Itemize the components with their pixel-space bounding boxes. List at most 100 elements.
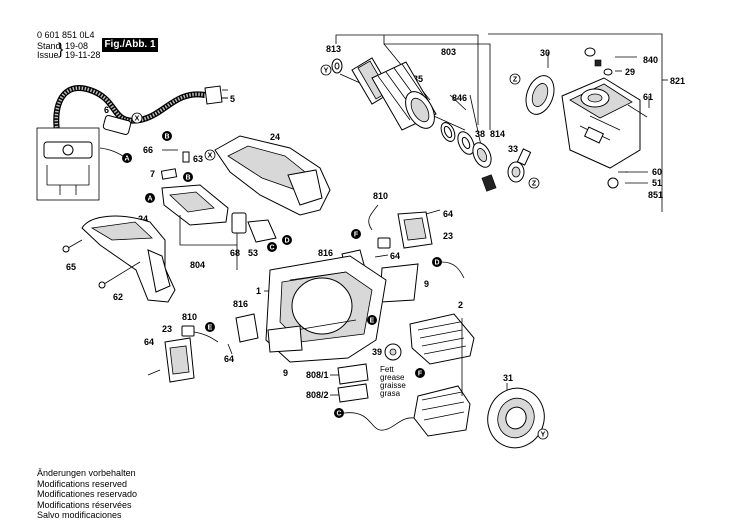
- marker-x-right: X: [204, 149, 216, 161]
- marker-b-upper: B: [162, 131, 172, 141]
- bearing-813: [331, 58, 343, 74]
- gear-housing-821: [561, 77, 641, 169]
- callout-62: 62: [113, 292, 123, 302]
- callout-60: 60: [652, 167, 662, 177]
- bearing-flange-30: [525, 75, 555, 115]
- callout-64-farleft: 64: [144, 337, 154, 347]
- brush-holder-68: [231, 212, 247, 234]
- callout-821: 821: [670, 76, 685, 86]
- callout-53: 53: [248, 248, 258, 258]
- svg-text:C: C: [336, 411, 341, 418]
- insulation-808-1: [337, 363, 369, 385]
- cap-51: [607, 177, 619, 189]
- callout-24-top: 24: [270, 132, 280, 142]
- stand-label: Stand: [37, 41, 61, 51]
- callout-9-top: 9: [424, 279, 429, 289]
- insulation-808-2: [337, 383, 369, 403]
- screw-61: [627, 104, 648, 118]
- callout-851: 851: [648, 190, 663, 200]
- marker-x-left: X: [131, 112, 143, 124]
- note-fr: Modifications réservées: [37, 499, 132, 510]
- callout-7: 7: [150, 169, 155, 179]
- callout-840: 840: [643, 55, 658, 65]
- marker-c-lower: C: [334, 408, 344, 418]
- retaining-ring-846: [440, 122, 456, 142]
- wiring-schematic-inset: [36, 127, 100, 201]
- marker-b-lower: B: [183, 172, 193, 182]
- svg-text:X: X: [208, 153, 213, 160]
- armature-835: [339, 57, 466, 131]
- callout-6: 6: [104, 105, 109, 115]
- callout-9-left: 9: [283, 368, 288, 378]
- issue-date: 19-11-28: [65, 50, 101, 60]
- svg-text:D: D: [284, 238, 289, 245]
- brush-cover-23-left: [164, 337, 195, 383]
- svg-text:B: B: [164, 134, 169, 141]
- marker-c-upper: C: [267, 242, 277, 252]
- callout-23-left: 23: [162, 324, 172, 334]
- callout-816-left: 816: [233, 299, 248, 309]
- svg-text:X: X: [135, 116, 140, 123]
- screw-64-left: [227, 343, 233, 355]
- screw-64-mid: [374, 254, 389, 258]
- screw-64-top: [425, 209, 441, 215]
- callout-51: 51: [652, 178, 662, 188]
- stand-date: 19-08: [65, 41, 89, 51]
- bearing-814: [472, 142, 492, 168]
- callout-846: 846: [452, 93, 467, 103]
- callout-65: 65: [66, 262, 76, 272]
- svg-text:Z: Z: [513, 77, 518, 84]
- callout-64-top: 64: [443, 209, 453, 219]
- disc-38: [457, 131, 475, 155]
- gear-small: [507, 148, 532, 183]
- svg-text:A: A: [124, 156, 129, 163]
- grease-de: Fett: [380, 365, 395, 374]
- handle-half-24-lower: [81, 215, 176, 303]
- callout-23-top: 23: [443, 231, 453, 241]
- note-en: Modifications reserved: [37, 478, 128, 489]
- callout-810-left: 810: [182, 312, 197, 322]
- callout-64-mid: 64: [390, 251, 400, 261]
- svg-text:A: A: [147, 196, 152, 203]
- modification-notes: Änderungen vorbehalten Modifications res…: [37, 468, 137, 521]
- cable-clamp-7: [160, 168, 178, 180]
- marker-y-top: Y: [320, 64, 332, 76]
- switch-rod-53: [247, 219, 277, 243]
- callout-61: 61: [643, 92, 653, 102]
- marker-f-lower: F: [415, 368, 425, 378]
- callout-68: 68: [230, 248, 240, 258]
- end-cover-31: [487, 387, 545, 449]
- screw-62: [98, 261, 141, 289]
- screw-63: [182, 151, 190, 163]
- part-number: 0 601 851 0L4: [37, 30, 95, 40]
- grease-label: Fett grease graisse grasa: [380, 365, 406, 398]
- issue-label: Issue: [37, 50, 59, 60]
- screw-65: [62, 239, 83, 253]
- marker-a-lower: A: [145, 193, 155, 203]
- callout-808-1: 808/1: [306, 370, 329, 380]
- callout-803: 803: [441, 47, 456, 57]
- svg-text:Y: Y: [541, 432, 546, 439]
- grease-es: grasa: [380, 389, 401, 398]
- brush-810-left: [181, 325, 219, 343]
- callout-813: 813: [326, 44, 341, 54]
- power-cable-5: [53, 85, 228, 146]
- callout-5: 5: [230, 94, 235, 104]
- callout-808-2: 808/2: [306, 390, 329, 400]
- callout-30: 30: [540, 48, 550, 58]
- fan-39: [384, 343, 402, 361]
- svg-text:C: C: [269, 245, 274, 252]
- callout-2: 2: [458, 300, 463, 310]
- figure-label: Fig./Abb. 1: [102, 38, 158, 52]
- marker-z-lower: Z: [528, 177, 540, 189]
- brush-holder-816-left: [235, 313, 259, 343]
- marker-z-upper: Z: [509, 73, 521, 85]
- svg-text:Z: Z: [532, 181, 537, 188]
- note-es: Modificationes reservado: [37, 489, 138, 499]
- grease-fr: graisse: [380, 381, 406, 390]
- callout-63: 63: [193, 154, 203, 164]
- svg-text:B: B: [185, 175, 190, 182]
- key-33: [481, 174, 497, 192]
- insulation-9-left: [267, 325, 303, 353]
